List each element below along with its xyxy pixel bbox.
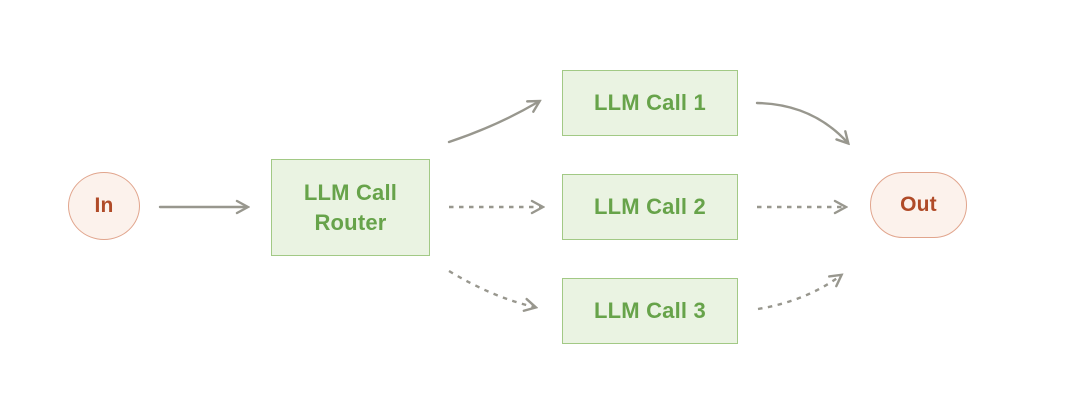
node-router-label: LLM Call Router: [303, 179, 398, 235]
edge-router-to-call1: [447, 102, 538, 144]
node-call2-label: LLM Call 2: [593, 194, 706, 219]
node-call1-label: LLM Call 1: [593, 90, 706, 115]
node-llm-call-1: LLM Call 1: [562, 70, 738, 136]
node-llm-call-3: LLM Call 3: [562, 278, 738, 344]
node-in-label: In: [94, 194, 114, 217]
node-llm-call-2: LLM Call 2: [562, 174, 738, 240]
node-in: In: [68, 172, 140, 240]
edge-router-to-call3: [448, 269, 534, 307]
node-llm-call-router: LLM Call Router: [271, 159, 430, 256]
node-out: Out: [870, 172, 967, 238]
node-out-label: Out: [900, 193, 937, 216]
node-call3-label: LLM Call 3: [593, 298, 706, 323]
edge-call1-to-out: [755, 101, 847, 142]
edge-call3-to-out: [757, 276, 840, 311]
